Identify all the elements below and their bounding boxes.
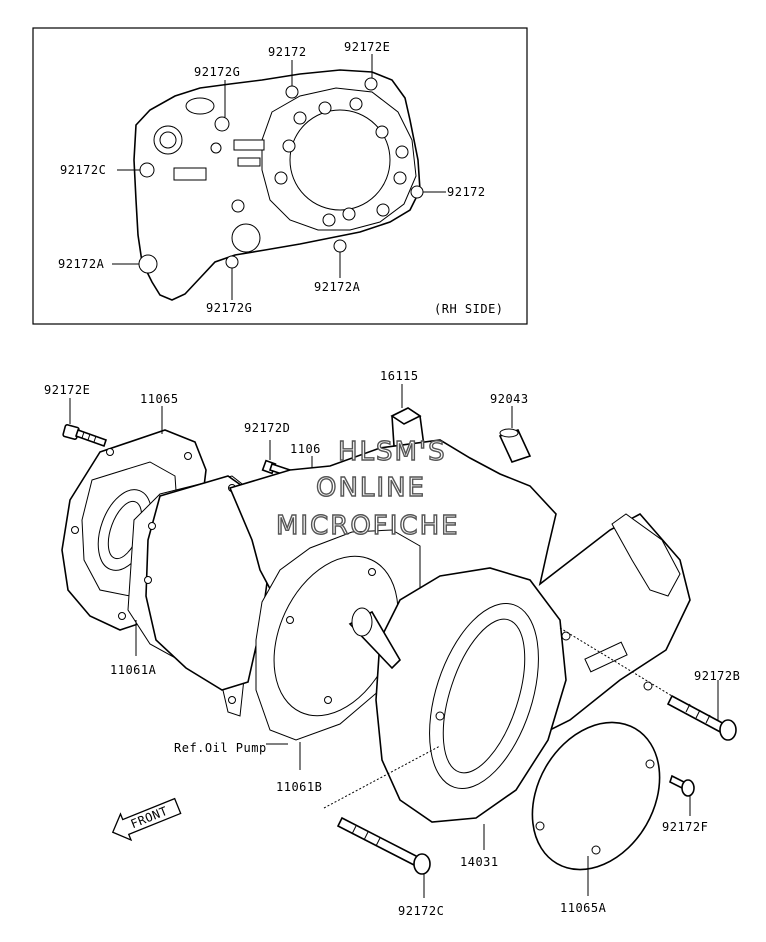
inset-label-92172-top: 92172	[268, 45, 307, 59]
label-1106x: 1106	[290, 442, 321, 456]
watermark-line-1: HLSM'S	[338, 437, 447, 467]
label-11065A: 11065A	[560, 901, 607, 915]
bolt-92172-a	[285, 85, 299, 99]
inset-label-92172A-left: 92172A	[58, 257, 105, 271]
label-92172D: 92172D	[244, 421, 290, 435]
bolt-92172B-part	[666, 694, 737, 741]
inset-label-92172G-bottom: 92172G	[206, 301, 252, 315]
label-11065: 11065	[140, 392, 179, 406]
inset-panel: 92172 92172E 92172G 92172C 92172 92172A …	[32, 27, 528, 325]
front-arrow: FRONT	[111, 797, 182, 842]
bolt-92172E-part	[62, 424, 108, 448]
bolt-92172C	[139, 162, 155, 178]
cover-11065A	[531, 721, 661, 871]
inset-label-92172-right: 92172	[447, 185, 486, 199]
bolt-92172G-top	[214, 116, 230, 132]
clutch-cover-14031	[375, 567, 567, 823]
inset-caption: (RH SIDE)	[434, 302, 504, 316]
label-11061A: 11061A	[110, 663, 157, 677]
watermark-line-3: MICROFICHE	[276, 511, 460, 541]
label-92172F: 92172F	[662, 820, 708, 834]
gasket-11061A	[127, 475, 271, 717]
label-92172B: 92172B	[694, 669, 740, 683]
label-14031: 14031	[460, 855, 499, 869]
label-92172E: 92172E	[44, 383, 90, 397]
front-arrow-label: FRONT	[129, 804, 170, 831]
label-ref-oil-pump: Ref.Oil Pump	[174, 741, 267, 755]
label-92043: 92043	[490, 392, 529, 406]
shaft	[348, 607, 402, 670]
bolt-92172A-left	[138, 254, 158, 274]
inset-label-92172E: 92172E	[344, 40, 390, 54]
label-11061B: 11061B	[276, 780, 322, 794]
label-92172C: 92172C	[398, 904, 444, 918]
bolt-92172G-bottom	[225, 255, 239, 269]
watermark: HLSM'S ONLINE MICROFICHE	[275, 436, 460, 541]
bolt-92172C-part	[336, 816, 431, 875]
bolt-92172F-part	[669, 774, 695, 797]
inset-slot	[173, 167, 207, 181]
inset-label-92172G-top: 92172G	[194, 65, 240, 79]
inset-label-92172A-bottom: 92172A	[314, 280, 361, 294]
inset-border	[32, 27, 528, 325]
label-16115: 16115	[380, 369, 419, 383]
cover-inner-ring	[289, 109, 391, 211]
bolt-92172A-bottom	[333, 239, 347, 253]
exploded-view: FRONT 92172E 11065 16115 92043 92172D 11…	[44, 369, 740, 918]
sight-glass	[185, 97, 215, 115]
dowel-92043	[498, 428, 532, 463]
bolt-92172E	[364, 77, 378, 91]
inset-label-92172C: 92172C	[60, 163, 106, 177]
bolt-92172-right	[410, 185, 424, 199]
ring-bolts	[274, 97, 409, 227]
watermark-line-2: ONLINE	[316, 473, 426, 503]
